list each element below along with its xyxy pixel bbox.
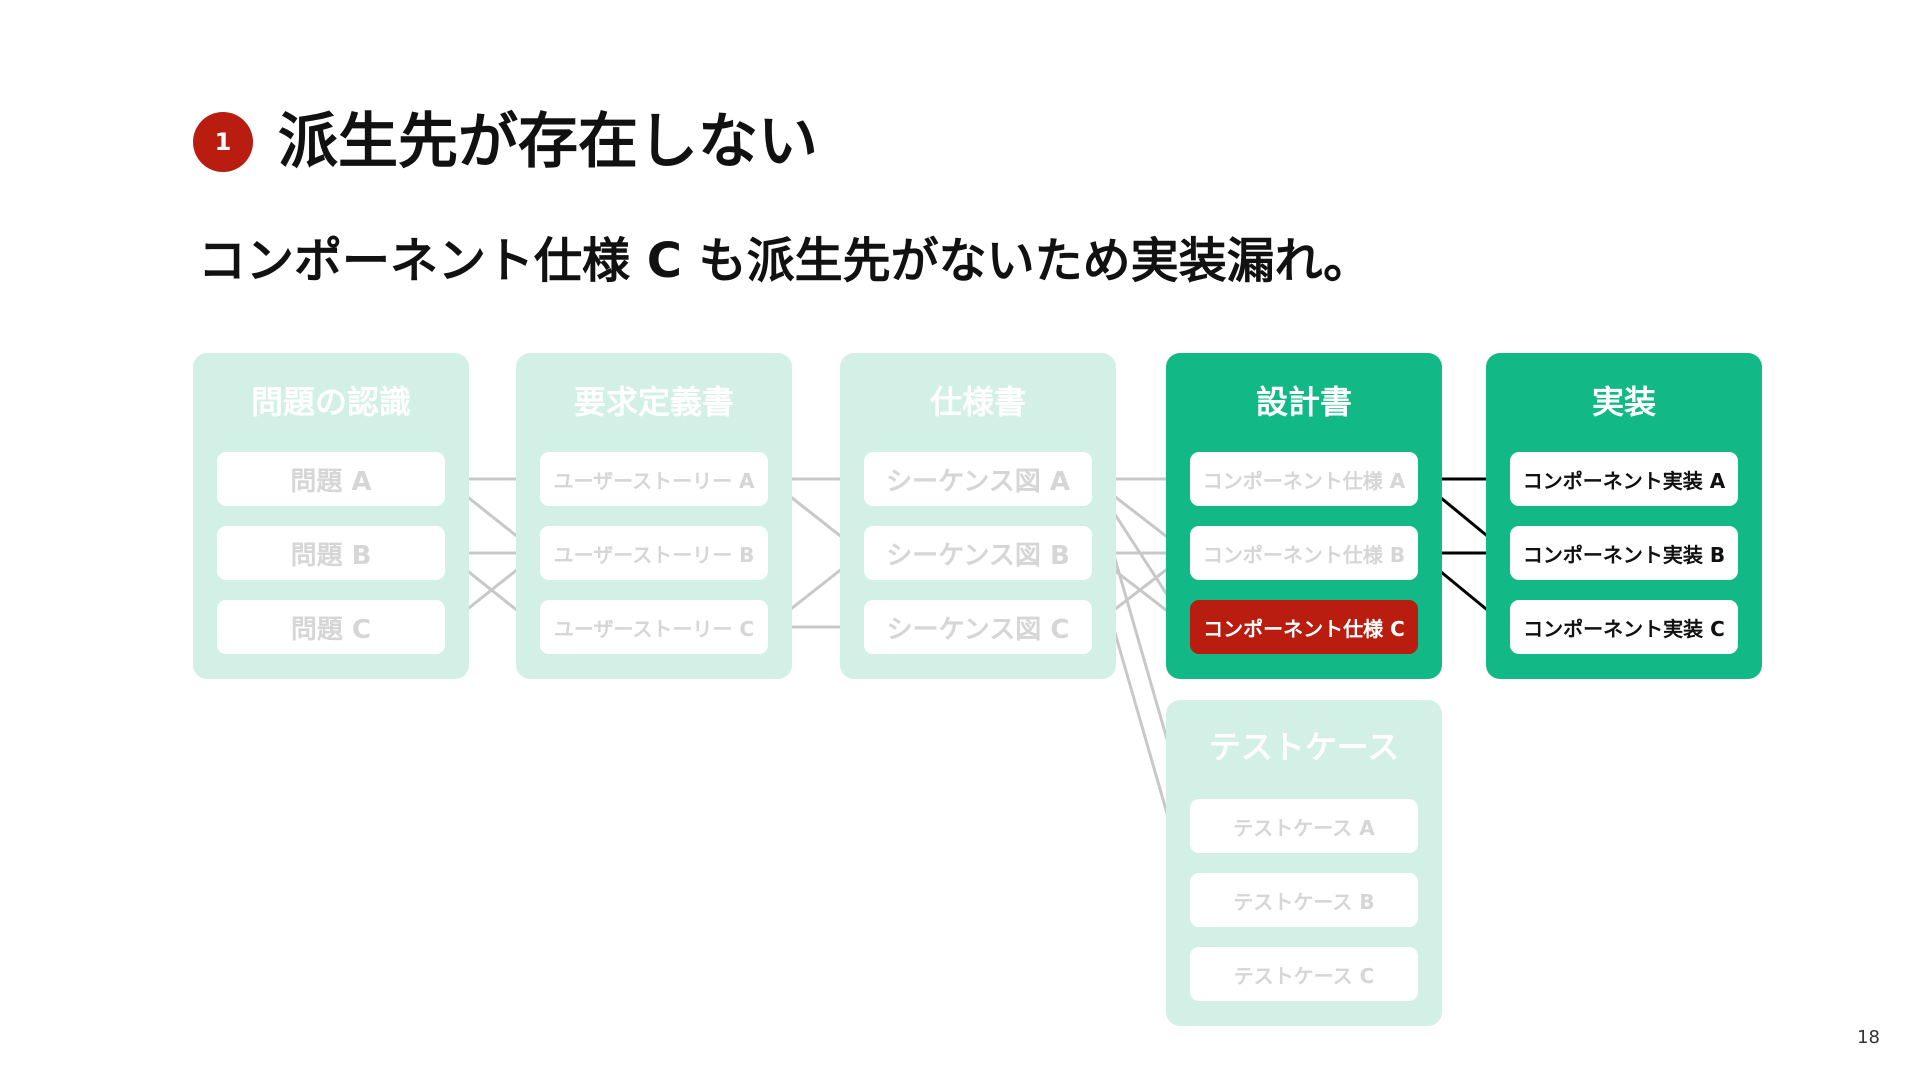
node-user-story-b[interactable]: ユーザーストーリー B <box>540 526 768 580</box>
node-sequence-c[interactable]: シーケンス図 C <box>864 600 1092 654</box>
node-component-spec-c[interactable]: コンポーネント仕様 C <box>1190 600 1418 654</box>
column-title: 問題の認識 <box>250 383 411 421</box>
node-sequence-a[interactable]: シーケンス図 A <box>864 452 1092 506</box>
page-number: 18 <box>1857 1027 1880 1048</box>
page-title: 派生先が存在しない <box>278 107 818 177</box>
node-user-story-c[interactable]: ユーザーストーリー C <box>540 600 768 654</box>
column-problem: 問題の認識 問題 A 問題 B 問題 C <box>193 353 469 679</box>
node-testcase-b[interactable]: テストケース B <box>1190 873 1418 927</box>
column-design: 設計書 コンポーネント仕様 A コンポーネント仕様 B コンポーネント仕様 C <box>1166 353 1442 679</box>
node-problem-b[interactable]: 問題 B <box>217 526 445 580</box>
node-sequence-b[interactable]: シーケンス図 B <box>864 526 1092 580</box>
column-testcase: テストケース テストケース A テストケース B テストケース C <box>1166 700 1442 1026</box>
page-subtitle: コンポーネント仕様 C も派生先がないため実装漏れ。 <box>198 233 1372 289</box>
column-spec: 仕様書 シーケンス図 A シーケンス図 B シーケンス図 C <box>840 353 1116 679</box>
column-title: 仕様書 <box>929 383 1026 421</box>
column-implementation: 実装 コンポーネント実装 A コンポーネント実装 B コンポーネント実装 C <box>1486 353 1762 679</box>
node-component-impl-c[interactable]: コンポーネント実装 C <box>1510 600 1738 654</box>
node-component-spec-a[interactable]: コンポーネント仕様 A <box>1190 452 1418 506</box>
column-requirements: 要求定義書 ユーザーストーリー A ユーザーストーリー B ユーザーストーリー … <box>516 353 792 679</box>
node-testcase-a[interactable]: テストケース A <box>1190 799 1418 853</box>
step-number-badge: 1 <box>193 112 253 172</box>
node-user-story-a[interactable]: ユーザーストーリー A <box>540 452 768 506</box>
node-testcase-c[interactable]: テストケース C <box>1190 947 1418 1001</box>
node-component-impl-b[interactable]: コンポーネント実装 B <box>1510 526 1738 580</box>
column-title: テストケース <box>1208 728 1400 766</box>
node-component-spec-b[interactable]: コンポーネント仕様 B <box>1190 526 1418 580</box>
node-component-impl-a[interactable]: コンポーネント実装 A <box>1510 452 1738 506</box>
column-title: 要求定義書 <box>573 383 734 421</box>
node-problem-a[interactable]: 問題 A <box>217 452 445 506</box>
column-title: 実装 <box>1591 383 1656 421</box>
node-problem-c[interactable]: 問題 C <box>217 600 445 654</box>
column-title: 設計書 <box>1255 383 1352 421</box>
